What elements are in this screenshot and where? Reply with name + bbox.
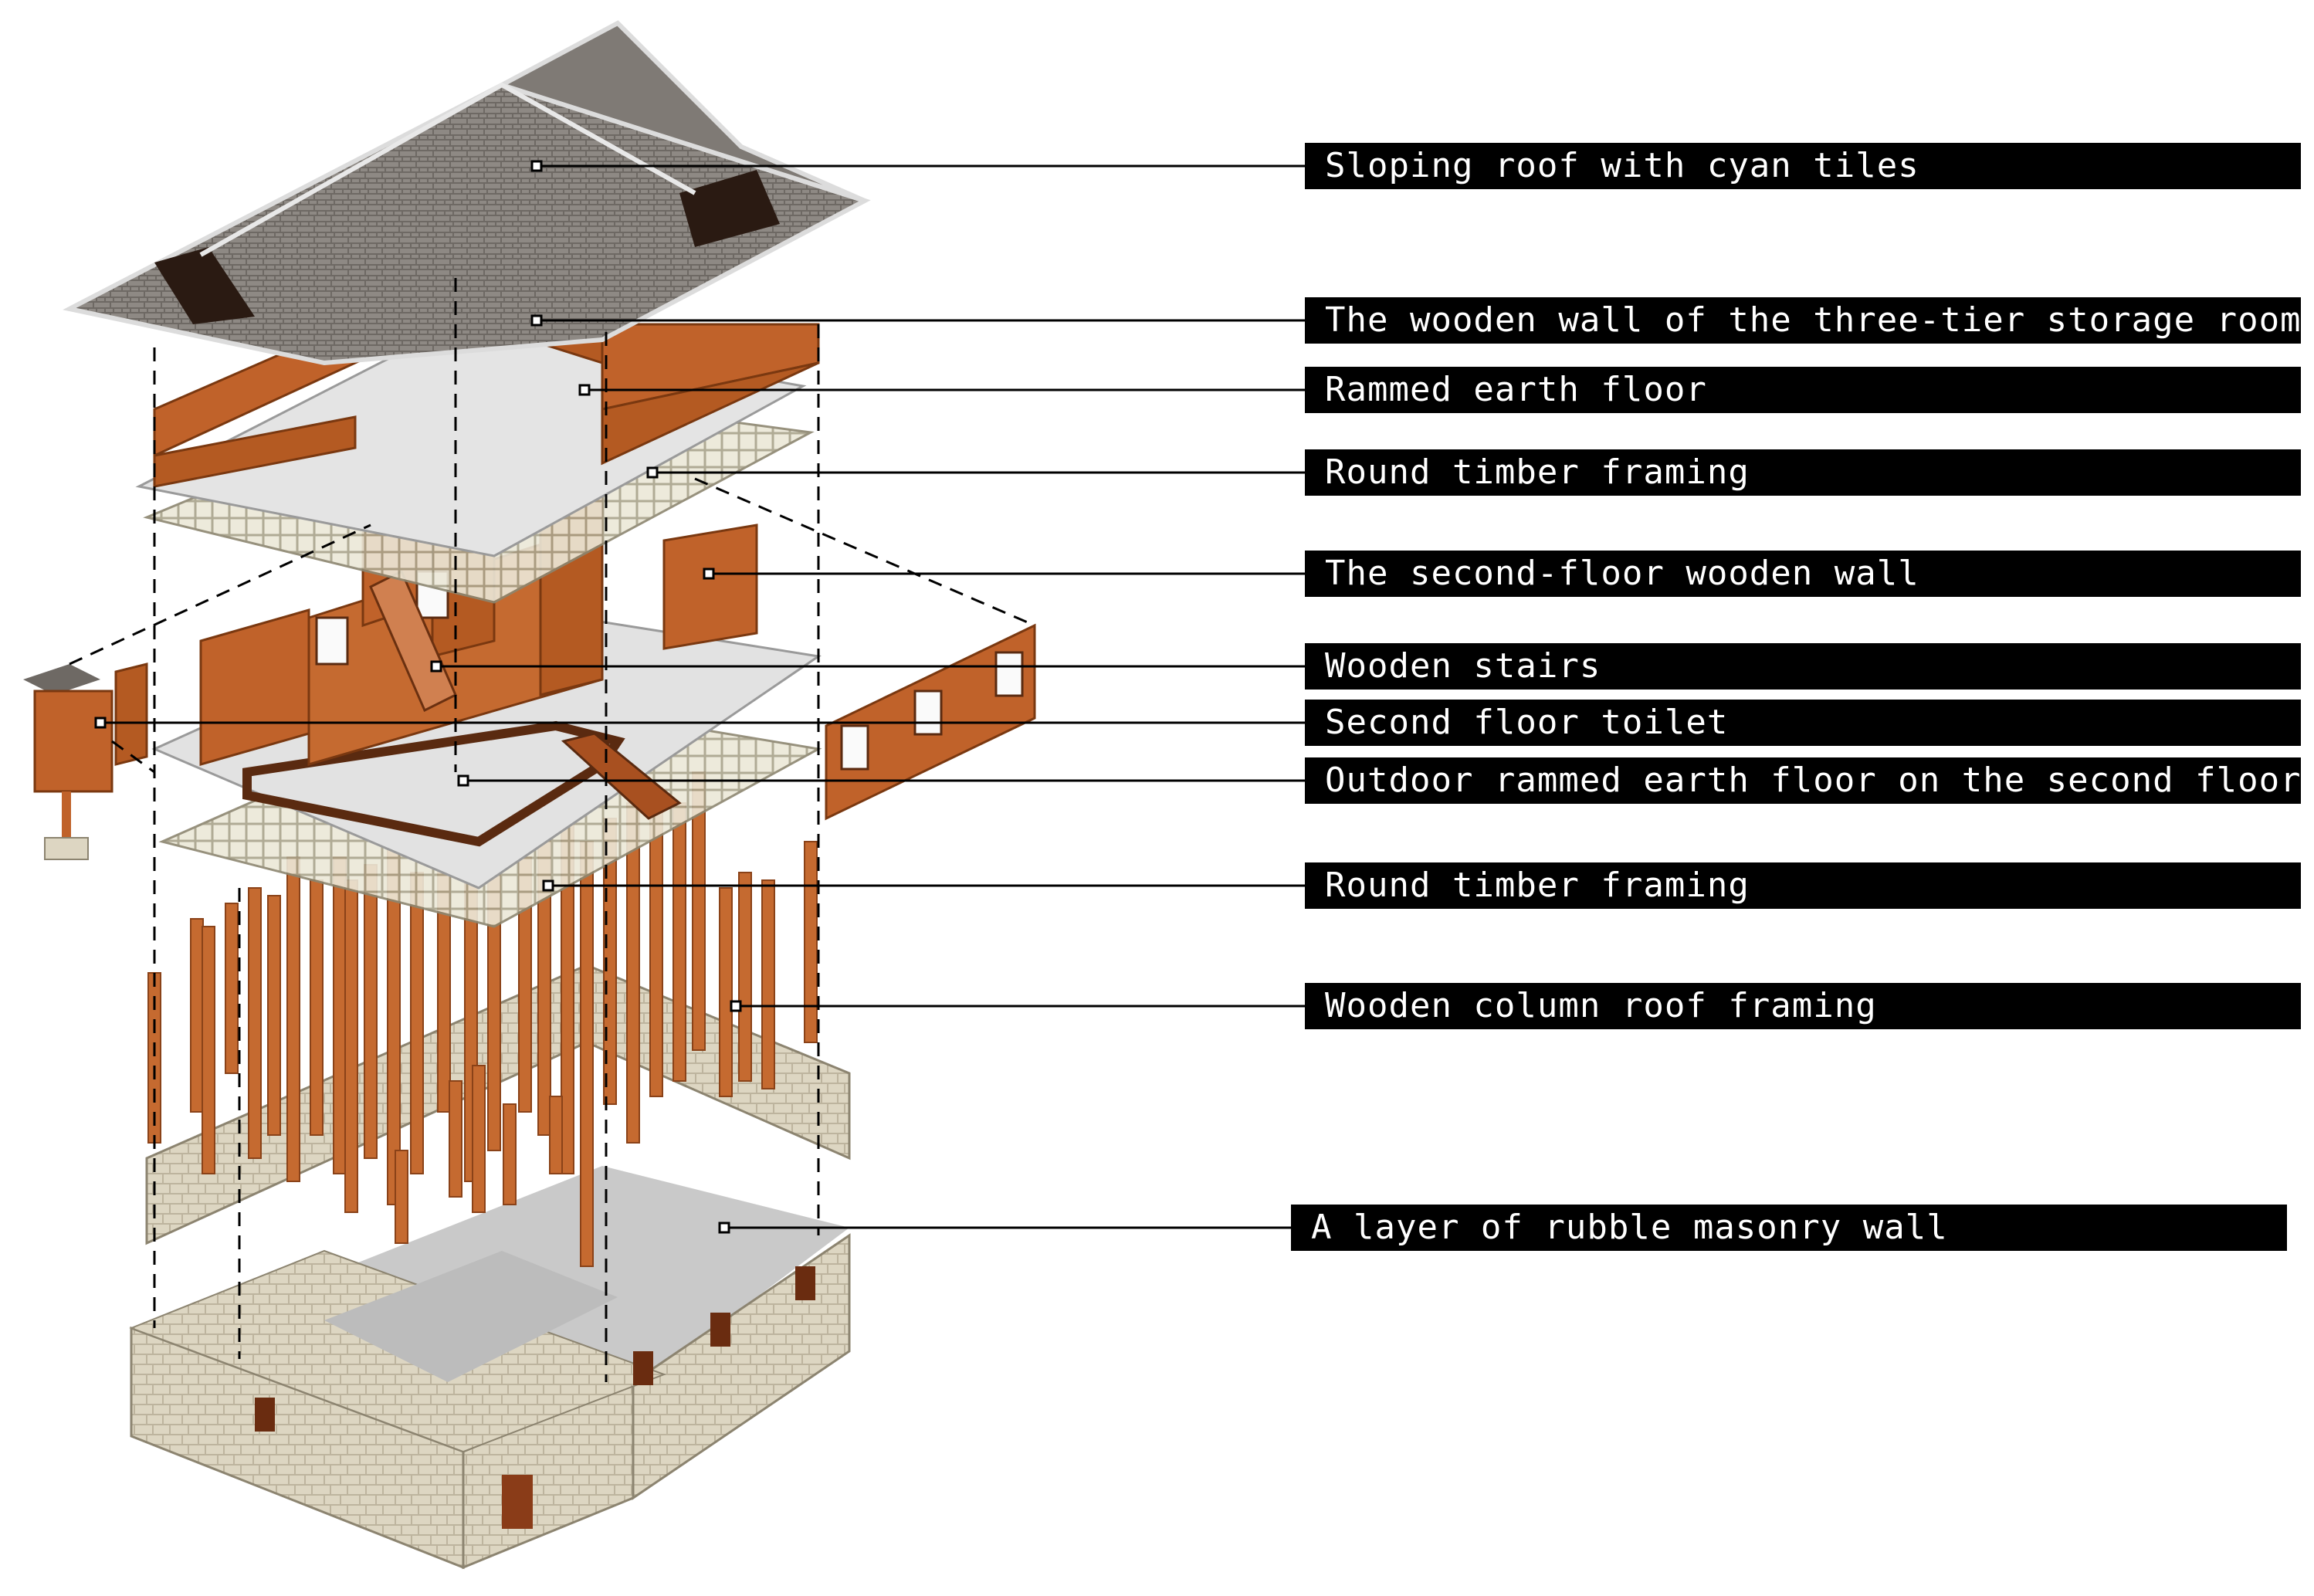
detached-window-3: [994, 651, 1024, 697]
roof-ridge-line: [199, 82, 696, 257]
wooden-column: [395, 1150, 408, 1244]
label-second-floor-wall: The second-floor wooden wall: [1305, 551, 2301, 597]
roof-gable-left: [154, 247, 255, 324]
label-second-floor-toilet: Second floor toilet: [1305, 700, 2301, 746]
toilet-box: [33, 690, 113, 793]
projection-lines: [69, 278, 1035, 1382]
detached-window-1: [840, 724, 869, 771]
wall-right-block: [662, 524, 758, 650]
wooden-column: [472, 1065, 486, 1213]
wooden-column: [190, 918, 204, 1113]
leader-marker: [542, 879, 554, 892]
wooden-column: [738, 872, 752, 1082]
wooden-column: [580, 841, 594, 1267]
second-floor-toilet: [23, 662, 148, 860]
projection-outline-wall: [694, 477, 1035, 627]
label-wooden-stairs: Wooden stairs: [1305, 643, 2301, 690]
masonry-window-1: [255, 1398, 275, 1432]
storage-room-wooden-wall: [153, 276, 820, 488]
masonry-door: [502, 1475, 533, 1529]
wooden-column: [673, 802, 686, 1082]
toilet-post: [62, 791, 71, 838]
leader-marker: [530, 314, 543, 327]
leader-marker: [530, 160, 543, 172]
toilet-side-panel: [114, 662, 148, 766]
wooden-column: [286, 856, 300, 1182]
projection-outline-toilet-base: [111, 740, 155, 774]
wooden-column: [310, 879, 324, 1136]
wooden-column: [202, 926, 215, 1174]
leader-marker: [718, 1222, 730, 1234]
wooden-column: [804, 841, 818, 1043]
detached-window-2: [913, 690, 943, 736]
wooden-column: [225, 903, 239, 1074]
wooden-column: [267, 895, 281, 1136]
leader-lines: [94, 160, 1305, 1234]
label-sloping-roof: Sloping roof with cyan tiles: [1305, 143, 2301, 189]
wooden-column: [761, 879, 775, 1089]
wooden-column: [364, 864, 378, 1159]
wooden-column: [333, 856, 347, 1174]
roof-ridge-wing: [496, 20, 866, 203]
leader-marker: [94, 717, 107, 729]
roof-main-plane: [63, 82, 871, 366]
toilet-base: [44, 837, 89, 860]
wooden-column: [248, 887, 262, 1159]
wooden-column: [344, 879, 358, 1213]
label-column-framing: Wooden column roof framing: [1305, 983, 2301, 1029]
wall-window-1: [315, 616, 349, 666]
masonry-window-4: [795, 1266, 815, 1300]
wooden-column: [503, 1103, 517, 1205]
label-upper-timber-framing: Round timber framing: [1305, 449, 2301, 496]
leader-marker: [730, 1000, 742, 1012]
label-storage-room-wall: The wooden wall of the three-tier storag…: [1305, 297, 2301, 344]
roof-gable-right: [679, 170, 780, 247]
storage-wall-front-right: [601, 361, 819, 466]
stairs-outdoor: [561, 732, 682, 820]
rubble-masonry-wall: [129, 963, 851, 1570]
masonry-wall-right: [632, 1233, 851, 1500]
label-rammed-earth-floor: Rammed earth floor: [1305, 367, 2301, 413]
label-masonry-wall: A layer of rubble masonry wall: [1291, 1205, 2287, 1251]
label-lower-timber-framing: Round timber framing: [1305, 862, 2301, 909]
masonry-inner-court: [324, 1251, 618, 1382]
wooden-column: [549, 1096, 563, 1174]
wooden-column: [410, 872, 424, 1174]
wooden-column: [449, 1080, 462, 1198]
leader-marker: [646, 466, 659, 479]
projection-outline-toilet: [69, 524, 371, 666]
leader-marker: [703, 568, 715, 580]
wooden-columns: [147, 771, 818, 1267]
toilet-roof: [23, 664, 100, 695]
label-outdoor-floor: Outdoor rammed earth floor on the second…: [1305, 757, 2301, 804]
wooden-column: [719, 887, 733, 1097]
leader-marker: [457, 774, 469, 787]
masonry-window-2: [633, 1351, 653, 1385]
leader-marker: [578, 384, 591, 396]
leader-marker: [430, 660, 442, 673]
sloping-roof-cyan-tiles: [63, 20, 871, 366]
masonry-window-3: [710, 1313, 730, 1347]
